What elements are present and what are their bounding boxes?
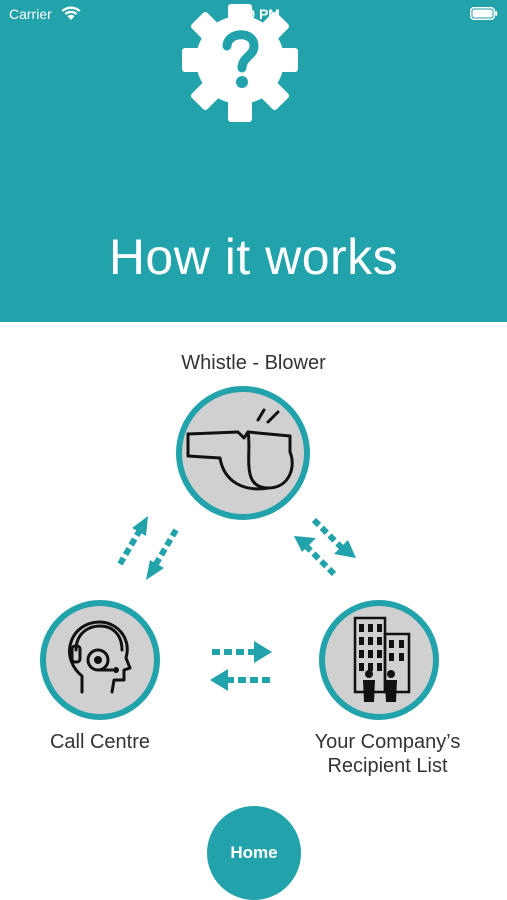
header-banner: Carrier 1:19 PM How it works (0, 0, 507, 322)
arrows-whistle-call (117, 516, 179, 580)
gear-question-icon (182, 4, 298, 122)
arrows-call-company (210, 641, 272, 691)
company-label-line1: Your Company’s (314, 731, 461, 753)
whistle-blower-label: Whistle - Blower (181, 352, 326, 374)
call-centre-label: Call Centre (49, 731, 151, 753)
office-buildings-icon (353, 616, 411, 702)
page-title: How it works (108, 229, 399, 285)
whistle-blower-node (176, 386, 310, 520)
headset-person-icon (68, 620, 132, 694)
company-label: Your Company’s Recipient List (290, 730, 485, 778)
arrows-whistle-company (294, 517, 356, 577)
carrier-label: Carrier (9, 6, 52, 22)
home-button[interactable]: Home (207, 806, 301, 900)
company-node (319, 600, 439, 720)
whistle-icon (186, 408, 294, 491)
call-centre-node (40, 600, 160, 720)
company-label-line2: Recipient List (327, 755, 448, 777)
battery-icon (470, 7, 498, 20)
wifi-icon (61, 6, 81, 20)
